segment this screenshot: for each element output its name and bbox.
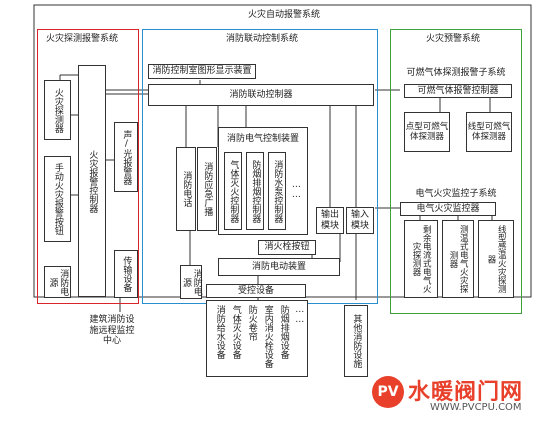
- transmission-device: 传输设备: [114, 250, 138, 298]
- transmission-device-label: 传输设备: [121, 256, 132, 292]
- gas-extinguish-controller-label: 气体灭火控制器: [228, 159, 239, 223]
- remote-monitoring-center: 建筑消防设施远程监控中心: [86, 312, 138, 350]
- warning-region: [390, 29, 522, 314]
- controllers-ellipsis-text: ……: [291, 180, 302, 200]
- sound-light-alarm-label: 声/光报警器: [121, 129, 132, 185]
- other-fire-facilities-label: 其他消防设施: [351, 314, 362, 368]
- fire-electric-device: 消防电动装置: [218, 258, 340, 276]
- manual-alarm-button: 手动火灾报警按钮: [44, 156, 71, 242]
- device-indoor-hydrant: 室内消火栓设备: [262, 305, 273, 368]
- detection-power-label: 消防电源: [47, 268, 69, 296]
- emergency-broadcast: 消防应急广播: [197, 147, 217, 231]
- watermark-url: WWW.PVCPU.COM: [430, 402, 522, 413]
- fire-pump-controller-label: 消防水泵控制器: [272, 159, 283, 223]
- electrical-control-device-label: 消防电气控制装置: [226, 133, 299, 144]
- linkage-power-label: 消防电源: [181, 268, 202, 296]
- residual-current-detector: 剩余电流式电气火灾探测器: [404, 220, 438, 298]
- fire-detector: 火灾探测器: [44, 80, 71, 140]
- controllers-ellipsis: ……: [288, 160, 304, 220]
- manual-alarm-button-label: 手动火灾报警按钮: [52, 163, 63, 235]
- linkage-region-title: 消防联动控制系统: [224, 31, 301, 44]
- fire-alarm-controller: 火灾报警控制器: [78, 65, 106, 297]
- other-fire-facilities: 其他消防设施: [344, 305, 368, 377]
- fire-alarm-controller-label: 火灾报警控制器: [87, 149, 98, 213]
- device-gas-extinguish: 气体灭火设备: [230, 305, 241, 359]
- linkage-controller: 消防联动控制器: [148, 84, 374, 106]
- devices-ellipsis: ……: [294, 305, 305, 325]
- smoke-control-controller-label: 防烟排烟控制器: [250, 159, 261, 223]
- device-water-supply: 消防给水设备: [214, 305, 225, 359]
- controlled-devices-group: 消防给水设备 气体灭火设备 防火卷帘 室内消火栓设备 防烟排烟设备 ……: [206, 300, 308, 377]
- hydrant-button: 消火栓按钮: [258, 240, 316, 255]
- sound-light-alarm: 声/光报警器: [114, 122, 138, 192]
- detection-power: 消防电源: [44, 266, 71, 298]
- emergency-broadcast-label: 消防应急广播: [202, 162, 213, 216]
- temperature-detector-label: 测温式电气火灾探测器: [448, 225, 469, 293]
- watermark-logo: PV: [372, 376, 404, 408]
- point-gas-detector: 点型可燃气体探测器: [404, 112, 450, 152]
- line-temperature-detector: 线型感温火灾探测器: [478, 220, 514, 298]
- fire-phone: 消防电话: [176, 147, 196, 231]
- smoke-control-controller: 防烟排烟控制器: [246, 152, 264, 230]
- fire-phone-label: 消防电话: [181, 171, 192, 207]
- input-module: 输入模块: [346, 207, 374, 234]
- detection-region-title: 火灾探测报警系统: [44, 31, 121, 44]
- line-temperature-detector-label: 线型感温火灾探测器: [486, 225, 507, 293]
- gas-alarm-controller: 可燃气体报警控制器: [404, 84, 512, 98]
- temperature-detector: 测温式电气火灾探测器: [442, 220, 474, 298]
- system-title: 火灾自动报警系统: [240, 8, 328, 22]
- fire-detector-label: 火灾探测器: [52, 87, 63, 133]
- fire-pump-controller: 消防水泵控制器: [268, 152, 286, 230]
- electrical-fire-monitor: 电气火灾监控器: [400, 202, 496, 216]
- device-fire-shutter: 防火卷帘: [246, 305, 257, 341]
- controlled-equipment: 受控设备: [206, 284, 306, 298]
- electrical-fire-subsystem: 电气火灾监控子系统: [396, 186, 516, 202]
- gas-extinguish-controller: 气体灭火控制器: [224, 152, 242, 230]
- line-gas-detector: 线型可燃气体探测器: [466, 112, 512, 152]
- gas-detection-subsystem: 可燃气体探测报警子系统: [396, 64, 516, 82]
- linkage-power: 消防电源: [180, 265, 202, 299]
- residual-current-detector-label: 剩余电流式电气火灾探测器: [411, 225, 432, 293]
- output-module: 输出模块: [316, 207, 344, 234]
- detection-region: [37, 29, 139, 304]
- watermark-brand: 水暖阀门网: [408, 380, 524, 405]
- device-smoke-exhaust: 防烟排烟设备: [278, 305, 289, 359]
- graphic-display-device: 消防控制室图形显示装置: [148, 64, 256, 79]
- warning-region-title: 火灾预警系统: [424, 31, 483, 44]
